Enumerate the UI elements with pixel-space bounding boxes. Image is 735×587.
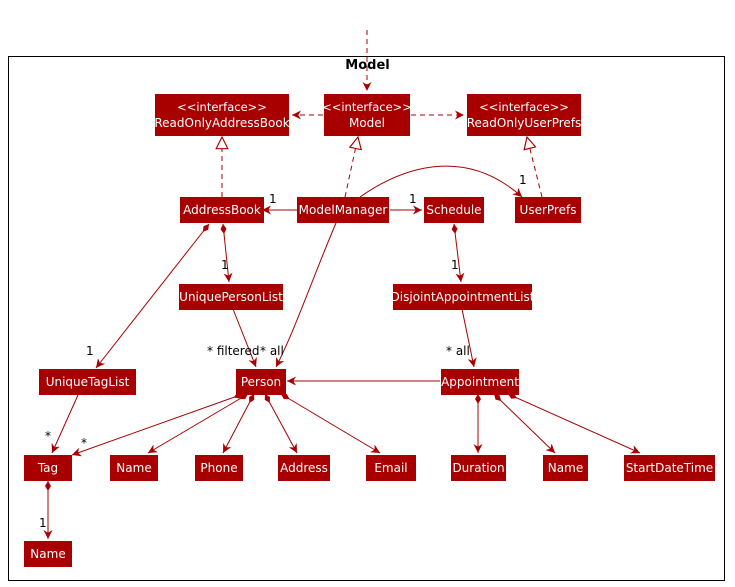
multiplicity-tag-from-list: * bbox=[45, 429, 51, 443]
class-unique-person-list[interactable]: UniquePersonList bbox=[179, 284, 283, 310]
appointment-to-startdatetime bbox=[507, 393, 641, 454]
multiplicity-schedule-disjoint-list: 1 bbox=[451, 258, 459, 272]
stereotype-label: <<interface>> bbox=[322, 100, 412, 114]
mm-to-userprefs bbox=[359, 165, 523, 198]
person-to-email bbox=[280, 393, 381, 454]
multiplicity-tag-from-person: * bbox=[81, 436, 87, 450]
multiplicity-mm-schedule: 1 bbox=[409, 192, 417, 206]
multiplicity-appointment-all: * all bbox=[446, 344, 470, 358]
class-start-date-time[interactable]: StartDateTime bbox=[624, 455, 715, 481]
class-model-manager[interactable]: ModelManager bbox=[297, 197, 389, 223]
class-appointment-name[interactable]: Name bbox=[543, 455, 588, 481]
class-user-prefs[interactable]: UserPrefs bbox=[515, 197, 581, 223]
disjointlist-to-appointment bbox=[461, 308, 477, 368]
interface-read-only-user-prefs[interactable]: <<interface>> ReadOnlyUserPrefs bbox=[467, 94, 581, 136]
interface-read-only-address-book[interactable]: <<interface>> ReadOnlyAddressBook bbox=[154, 94, 290, 136]
class-tag[interactable]: Tag bbox=[24, 455, 72, 481]
stereotype-label: <<interface>> bbox=[479, 100, 569, 114]
class-duration[interactable]: Duration bbox=[451, 455, 506, 481]
interface-name: ReadOnlyAddressBook bbox=[154, 116, 290, 130]
class-person-name[interactable]: Name bbox=[110, 455, 158, 481]
userprefs-realizes bbox=[527, 137, 543, 198]
class-appointment[interactable]: Appointment bbox=[441, 369, 519, 395]
class-email[interactable]: Email bbox=[366, 455, 416, 481]
addressbook-to-uniquetaglist bbox=[95, 223, 210, 369]
package-title: Model bbox=[345, 58, 390, 73]
class-unique-tag-list[interactable]: UniqueTagList bbox=[39, 369, 136, 395]
multiplicity-tag-name: 1 bbox=[39, 516, 47, 530]
class-schedule[interactable]: Schedule bbox=[424, 197, 484, 223]
class-disjoint-appointment-list[interactable]: DisjointAppointmentList bbox=[391, 284, 534, 310]
interface-name: ReadOnlyUserPrefs bbox=[466, 116, 582, 130]
class-phone[interactable]: Phone bbox=[195, 455, 243, 481]
stereotype-label: <<interface>> bbox=[177, 100, 267, 114]
class-address-book[interactable]: AddressBook bbox=[180, 197, 264, 223]
modelmanager-realizes bbox=[344, 137, 358, 198]
model-package bbox=[8, 56, 725, 581]
mm-to-person bbox=[275, 222, 337, 368]
schedule-to-disjointlist bbox=[451, 223, 465, 283]
interface-model[interactable]: <<interface>> Model bbox=[322, 94, 412, 136]
uniquepersonlist-to-person bbox=[232, 308, 257, 368]
interface-name: Model bbox=[348, 116, 386, 130]
multiplicity-mm-address-book: 1 bbox=[269, 192, 277, 206]
multiplicity-ab-unique-person-list: 1 bbox=[221, 258, 229, 272]
class-tag-name[interactable]: Name bbox=[24, 541, 72, 567]
multiplicity-person-all: * all bbox=[260, 344, 284, 358]
multiplicity-ab-unique-tag-list: 1 bbox=[86, 344, 94, 358]
addressbook-to-uniquepersonlist bbox=[220, 223, 233, 283]
multiplicity-mm-user-prefs: 1 bbox=[519, 173, 527, 187]
class-person[interactable]: Person bbox=[236, 369, 286, 395]
person-to-phone bbox=[222, 393, 255, 454]
class-address[interactable]: Address bbox=[278, 455, 330, 481]
multiplicity-person-filtered: * filtered bbox=[207, 344, 260, 358]
